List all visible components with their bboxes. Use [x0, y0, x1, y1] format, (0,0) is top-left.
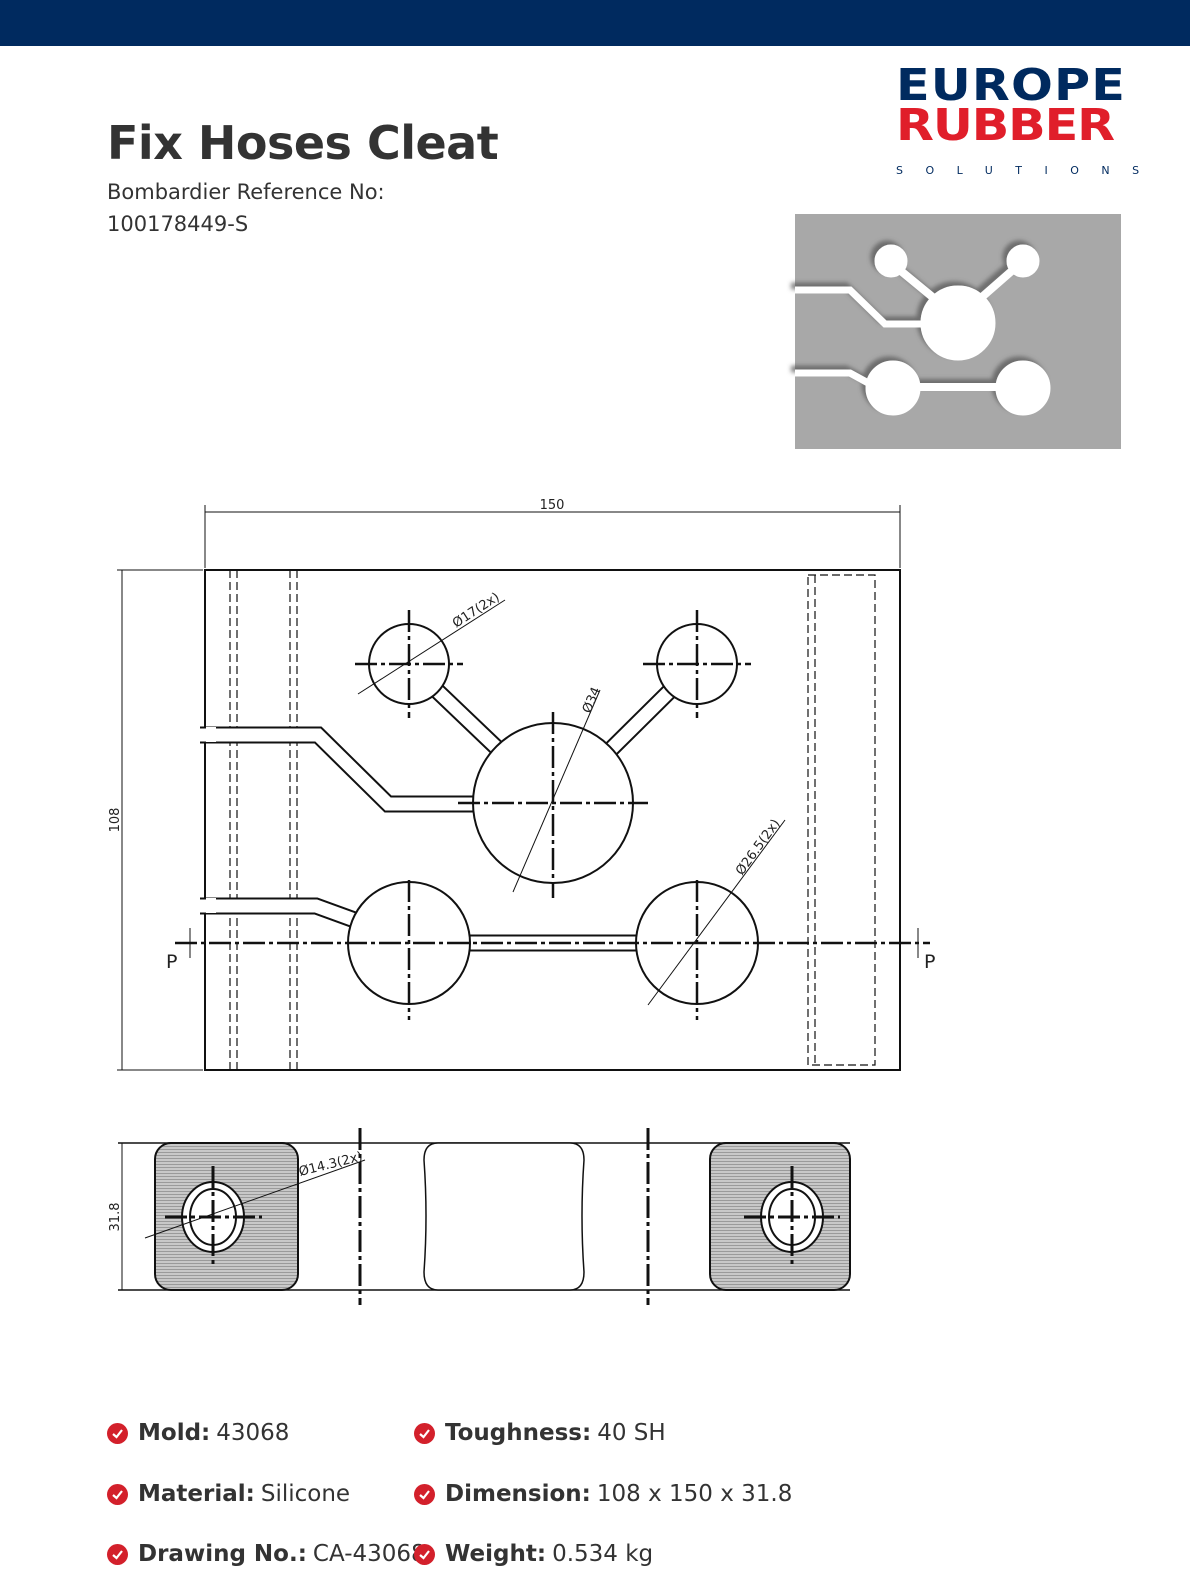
dim-width: 150: [540, 498, 565, 513]
dim-height: 108: [108, 808, 123, 833]
spec-drawing-no: Drawing No.:CA-43068: [107, 1541, 426, 1567]
logo-line1: EUROPE: [896, 60, 1127, 111]
dim-thickness: 31.8: [108, 1203, 123, 1232]
page-title: Fix Hoses Cleat: [107, 116, 499, 170]
top-view: [117, 505, 930, 1071]
check-icon: [414, 1483, 435, 1505]
logo: EUROPE RUBBER SOLUTIONS: [896, 64, 1166, 178]
spec-material: Material:Silicone: [107, 1481, 350, 1507]
section-marker-right: P: [924, 951, 935, 973]
reference-value: 100178449-S: [107, 212, 249, 236]
check-icon: [107, 1422, 128, 1444]
dim-small-hole: Ø17(2x): [450, 590, 503, 631]
check-icon: [414, 1543, 435, 1565]
spec-toughness: Toughness:40 SH: [414, 1420, 666, 1446]
check-icon: [107, 1543, 128, 1565]
check-icon: [107, 1483, 128, 1505]
spec-mold: Mold:43068: [107, 1420, 289, 1446]
section-marker-left: P: [166, 951, 177, 973]
product-render: [795, 214, 1121, 449]
spec-weight: Weight:0.534 kg: [414, 1541, 653, 1567]
dim-bottom-hole: Ø26.5(2x): [733, 817, 784, 879]
logo-line2: RUBBER: [896, 100, 1115, 151]
top-bar: [0, 0, 1190, 46]
reference-label: Bombardier Reference No:: [107, 180, 385, 204]
check-icon: [414, 1422, 435, 1444]
dim-center-hole: Ø34: [580, 685, 604, 716]
spec-dimension: Dimension:108 x 150 x 31.8: [414, 1481, 792, 1507]
dim-section-hole: Ø14.3(2x): [297, 1150, 364, 1180]
section-view: [118, 1128, 851, 1305]
logo-line3: SOLUTIONS: [896, 164, 1162, 177]
reference: Bombardier Reference No: 100178449-S: [107, 176, 385, 240]
